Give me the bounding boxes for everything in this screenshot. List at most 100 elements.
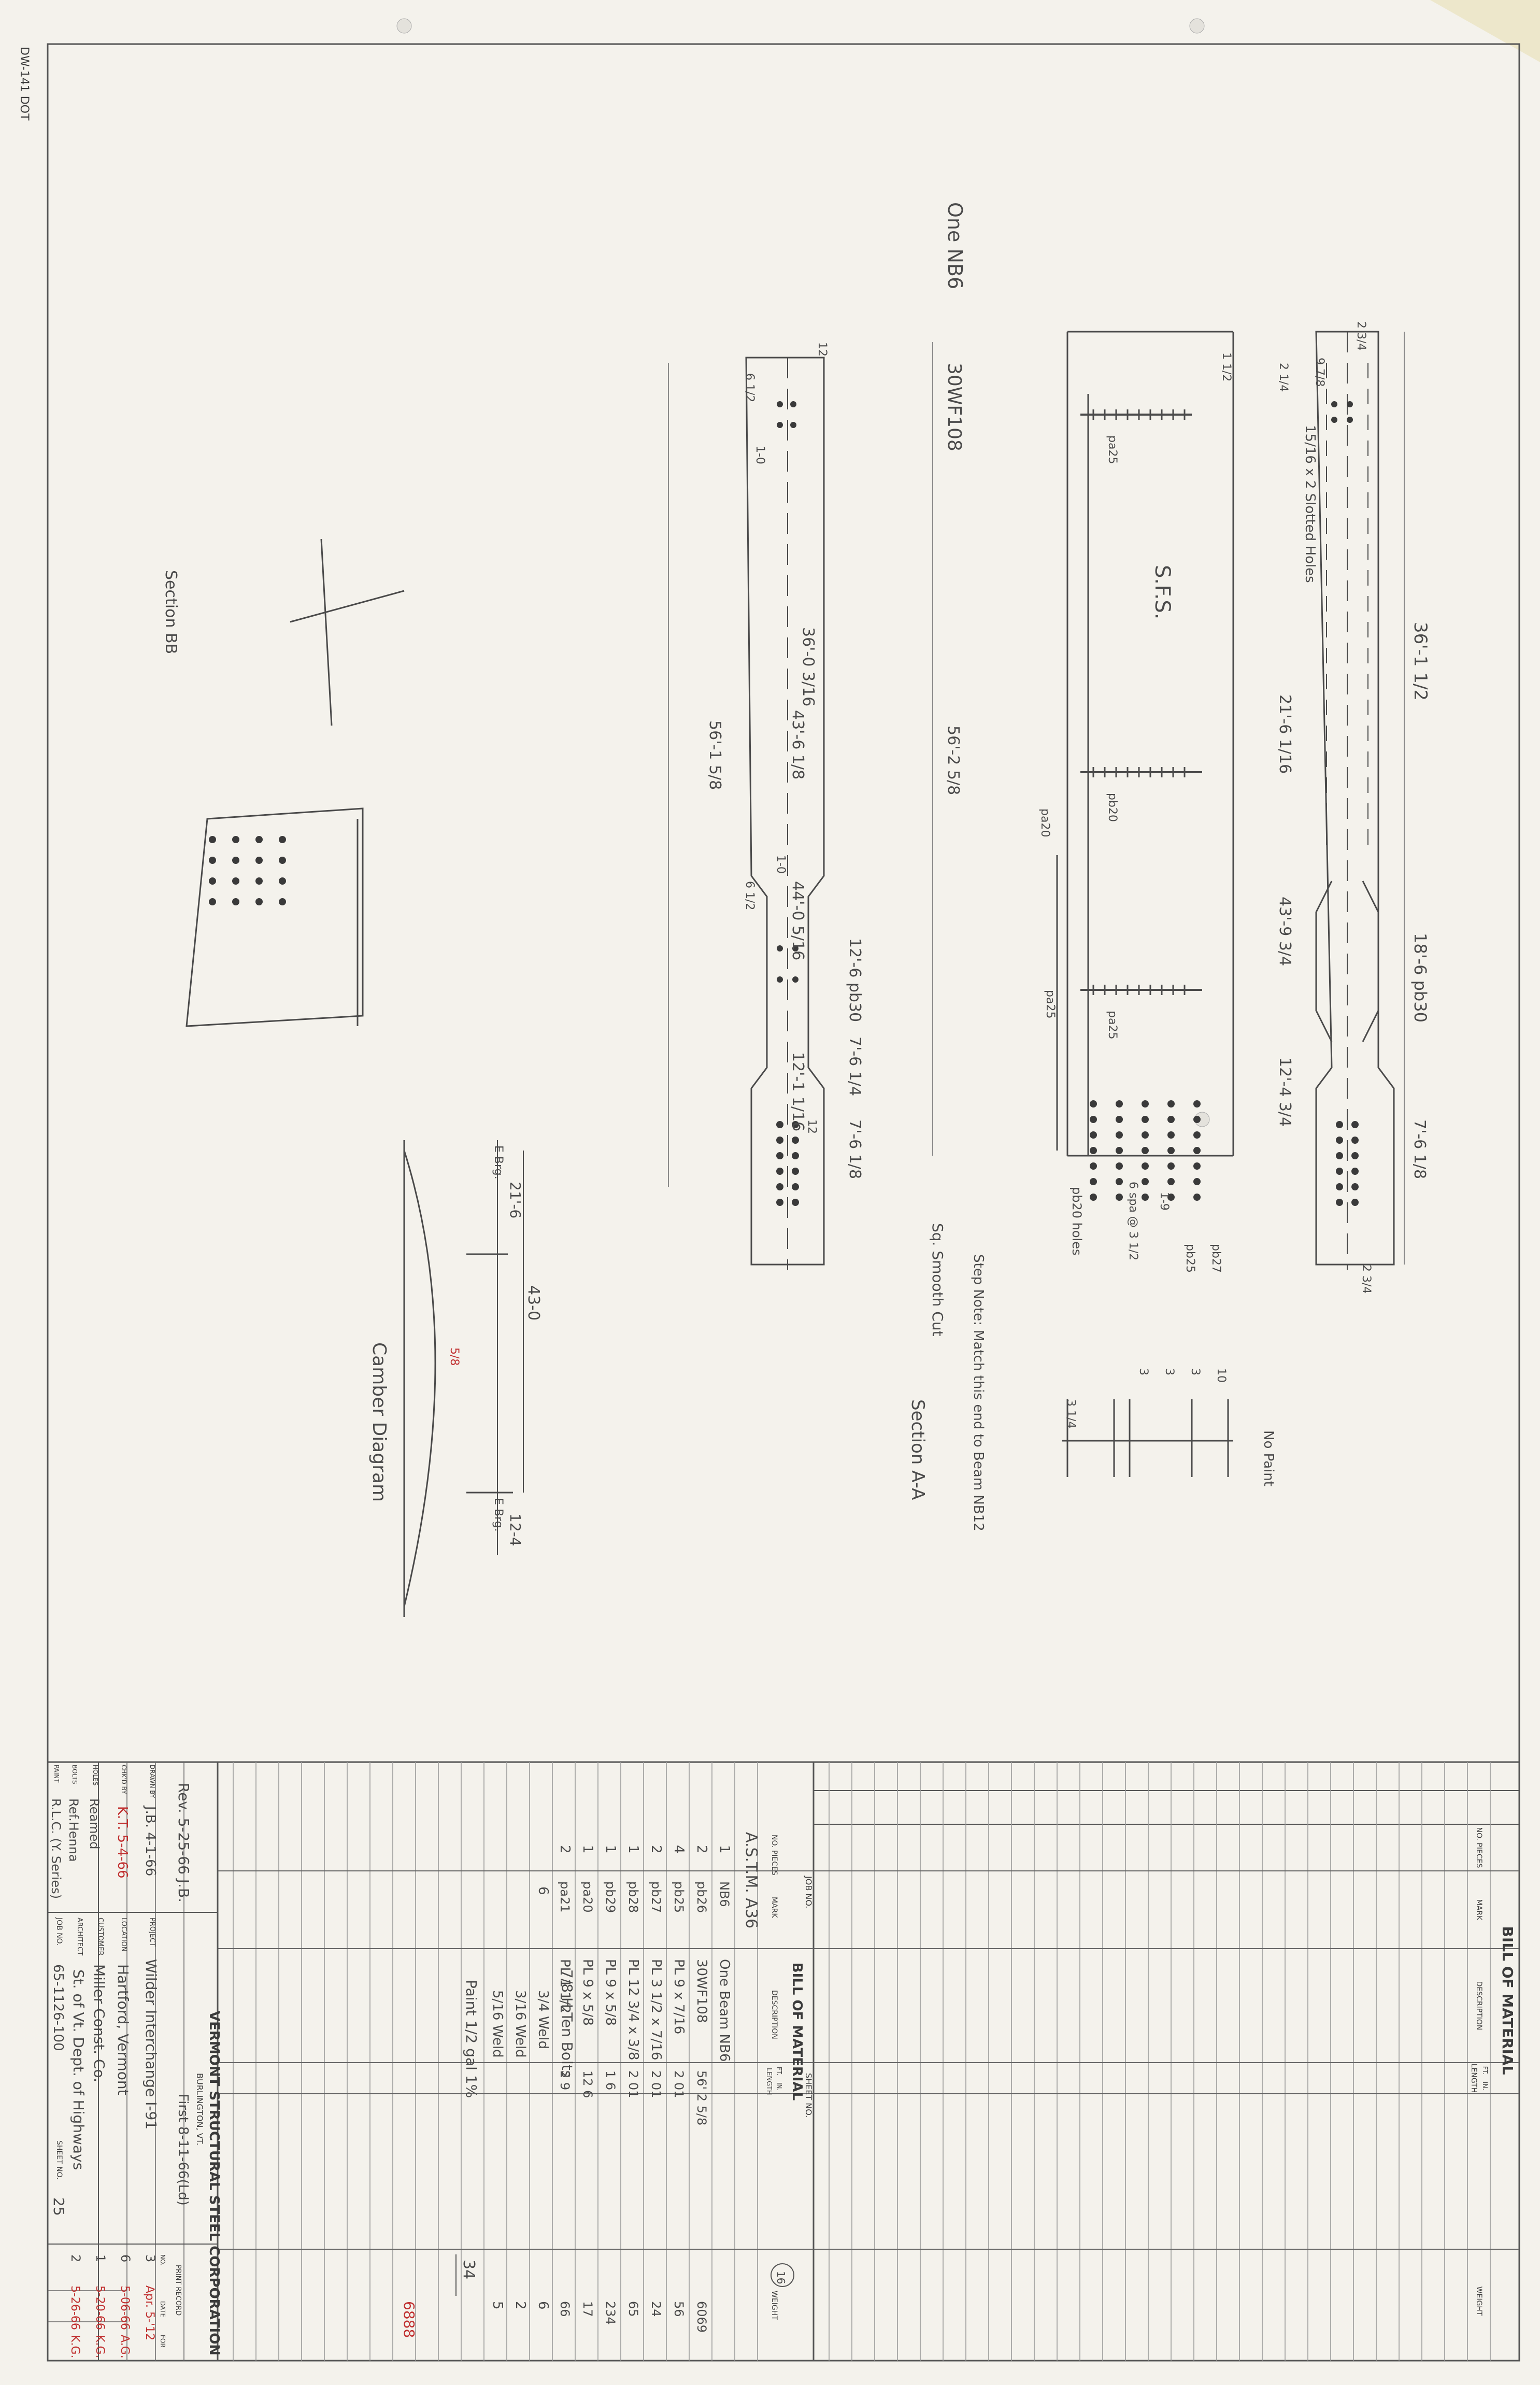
bolt-hole	[279, 836, 286, 843]
bolt-hole	[1331, 401, 1337, 407]
dim-top-0: 36'-1 1/2	[1410, 622, 1431, 701]
revision-note: Rev. 5-25-66 J.B.	[175, 1783, 192, 1903]
dim-top-5: 7'-6 1/8	[1410, 1119, 1429, 1179]
sfs-label: S.F.S.	[1150, 565, 1174, 620]
bolt-hole	[1336, 1137, 1343, 1144]
camber-title: Camber Diagram	[368, 1342, 390, 1502]
bolt-hole	[1116, 1162, 1123, 1170]
piece-mark: pa20	[1038, 808, 1051, 837]
bolt-hole	[1167, 1194, 1175, 1201]
bolt-hole	[1336, 1121, 1343, 1128]
drawn-by-label: DRAWN BY	[149, 1765, 156, 1798]
dimension-label: 36'-0 3/16	[799, 627, 817, 706]
print-for-label: FOR	[159, 2335, 166, 2348]
piece-mark: pb25	[1183, 1244, 1196, 1273]
bolt-hole	[1336, 1199, 1343, 1206]
bolts-value: Ref.Henna	[66, 1798, 81, 1862]
bolt-hole	[777, 401, 783, 407]
title-block: VERMONT STRUCTURAL STEEL CORPORATION BUR…	[47, 1761, 222, 2362]
beam-label: One NB6	[944, 202, 966, 289]
bolt-hole	[1167, 1162, 1175, 1170]
bolt-hole	[777, 422, 783, 428]
bom-row-pieces: 2	[557, 1845, 573, 1854]
bom-row-length: 2 01	[649, 2070, 663, 2098]
bom-right-header-description: DESCRIPTION	[1475, 1981, 1483, 2031]
bolt-line-weight: 5	[490, 2301, 505, 2310]
job-no-value: 65-1126-100	[50, 1964, 66, 2051]
dimension-label: 56'-1 5/8	[706, 720, 724, 790]
piece-mark: 1-0	[774, 855, 787, 874]
bolt-hole	[279, 877, 286, 885]
bom-row-length: 2 9	[558, 2070, 572, 2090]
bolt-hole	[1116, 1100, 1123, 1108]
bolt-hole	[1142, 1100, 1149, 1108]
bom-left-sheet-label: SHEET NO.	[804, 2073, 814, 2118]
plan-stiffener-ticks	[1092, 409, 1186, 995]
bolt-hole	[209, 898, 216, 905]
bolt-hole	[255, 877, 263, 885]
architect-label: ARCHITECT	[76, 1918, 83, 1955]
bolt-hole	[209, 857, 216, 864]
bom-row-mark: pb26	[694, 1881, 709, 1913]
bom-row-length: 12 6	[580, 2070, 595, 2098]
section-aa-label: Section A-A	[907, 1399, 928, 1500]
piece-mark: 3	[1163, 1368, 1176, 1375]
bom-row-pieces: 1	[603, 1845, 618, 1854]
bom-left: BILL OF MATERIAL JOB NO. SHEET NO. 16 NO…	[217, 1761, 815, 2362]
bolt-hole	[1142, 1131, 1149, 1139]
bolt-hole	[1193, 1147, 1201, 1154]
bom-row-description: One Beam NB6	[717, 1959, 732, 2062]
dimension-label: 44'-0 5/16	[789, 881, 807, 960]
bolt-hole	[1336, 1152, 1343, 1159]
piece-mark: 1-9	[1158, 1192, 1171, 1211]
dimension-label: 7'-6 1/4	[846, 1037, 864, 1096]
bolt-hole	[1193, 1194, 1201, 1201]
bolt-hole	[1347, 401, 1353, 407]
dim-top-1: 21'-6 1/16	[1276, 694, 1294, 774]
beam-elevation	[745, 357, 825, 1270]
bom-row-description: PL 9 x 5/8	[580, 1959, 595, 2026]
bolt-hole	[1351, 1199, 1359, 1206]
bom-row-weight: 17	[580, 2301, 595, 2317]
bom-row-length: 56' 2 5/8	[694, 2070, 709, 2125]
bolt-hole	[792, 1137, 799, 1144]
architect-value: St. of Vt. Dept. of Highways	[70, 1969, 87, 2170]
bolt-hole	[279, 898, 286, 905]
bolt-hole	[1090, 1131, 1097, 1139]
bom-right-header-pieces: NO. PIECES	[1475, 1827, 1483, 1868]
bom-row-pieces: 2	[694, 1845, 709, 1854]
print-date: Apr. 5-'12	[143, 2285, 156, 2340]
piece-mark: 2 1/4	[1277, 363, 1290, 392]
bolt-hole	[790, 422, 796, 428]
bom-row-pieces: 1	[580, 1845, 595, 1854]
bolt-hole	[1351, 1121, 1359, 1128]
camber-diagram	[403, 1140, 524, 1617]
bolt-hole	[255, 898, 263, 905]
bom-right-header-length: LENGTH	[1470, 2064, 1478, 2093]
bolt-hole	[232, 898, 239, 905]
piece-mark: 3 1/4	[1064, 1399, 1077, 1428]
piece-mark: pb20	[1106, 793, 1119, 822]
bom-row-mark: pb28	[626, 1881, 640, 1913]
checked-by-value: K.T. 5-4-66	[115, 1806, 130, 1879]
location-label: LOCATION	[120, 1918, 127, 1952]
bom-row-weight: 56	[672, 2301, 686, 2317]
camber-right: 12-4	[507, 1513, 524, 1546]
dimension-label: 12'-1 1/16	[789, 1052, 807, 1131]
holes-label: HOLES	[92, 1765, 99, 1785]
piece-mark: 3	[1189, 1368, 1202, 1375]
piece-mark: 6 1/2	[743, 373, 756, 402]
customer-value: Miller Const. Co.	[91, 1964, 108, 2082]
bom-row-description: PL 12 3/4 x 3/8	[625, 1959, 641, 2060]
piece-mark: 6 spa @ 3 1/2	[1127, 1182, 1139, 1260]
bolt-hole	[777, 976, 783, 983]
bom-paint-note: Paint 1/2 gal 1%	[463, 1980, 480, 2098]
bolt-hole	[1331, 417, 1337, 423]
print-for: K.G.	[93, 2335, 106, 2358]
bolt-hole	[279, 857, 286, 864]
bom-right-header-in: IN.	[1481, 2082, 1489, 2090]
bom-row-description: PL 3 1/2 x 7/16	[648, 1959, 664, 2060]
bom-row-length: 2 01	[626, 2070, 640, 2098]
margin-stamp: DW-141 DOT	[18, 47, 31, 121]
